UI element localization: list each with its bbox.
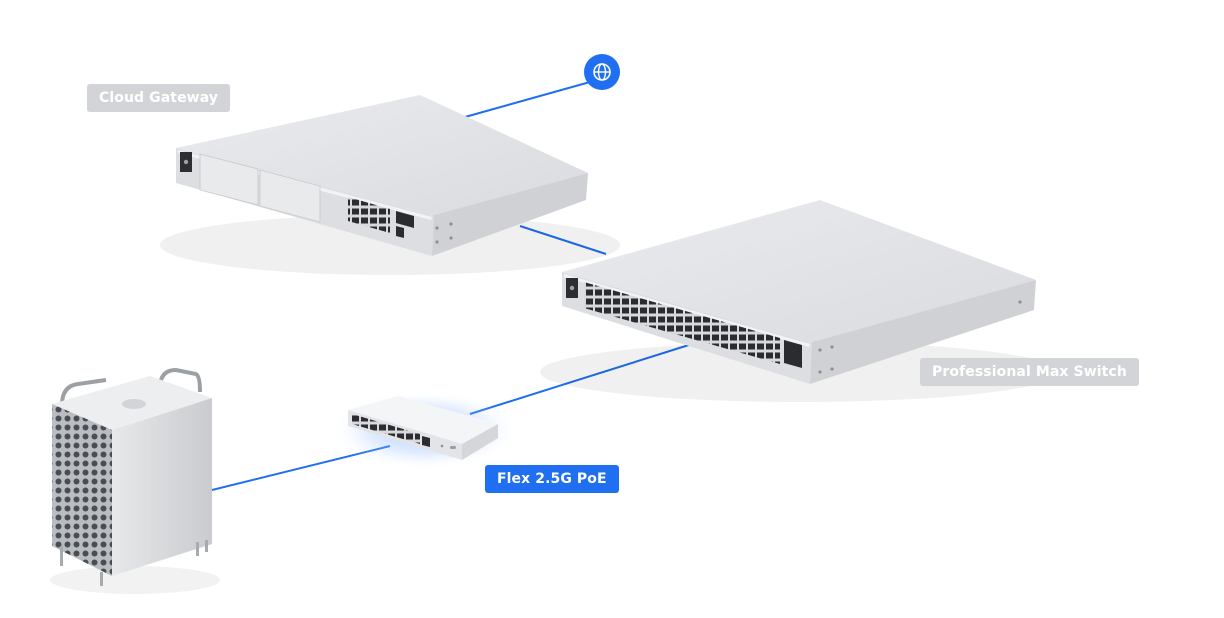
flex-port-row — [352, 414, 420, 444]
professional-max-switch-label: Professional Max Switch — [920, 358, 1139, 386]
globe-icon — [584, 54, 620, 90]
switch-port-array — [584, 282, 780, 364]
professional-max-switch-device — [540, 200, 1060, 402]
mac-pro-computer — [50, 367, 220, 594]
cloud-gateway-device — [160, 95, 620, 275]
link-switch-flex — [469, 343, 693, 415]
flex-poe-device — [330, 390, 520, 470]
gateway-port-block — [348, 197, 390, 233]
link-gateway-switch — [519, 225, 607, 255]
flex-poe-label: Flex 2.5G PoE — [485, 465, 619, 493]
cloud-gateway-label: Cloud Gateway — [87, 84, 231, 112]
